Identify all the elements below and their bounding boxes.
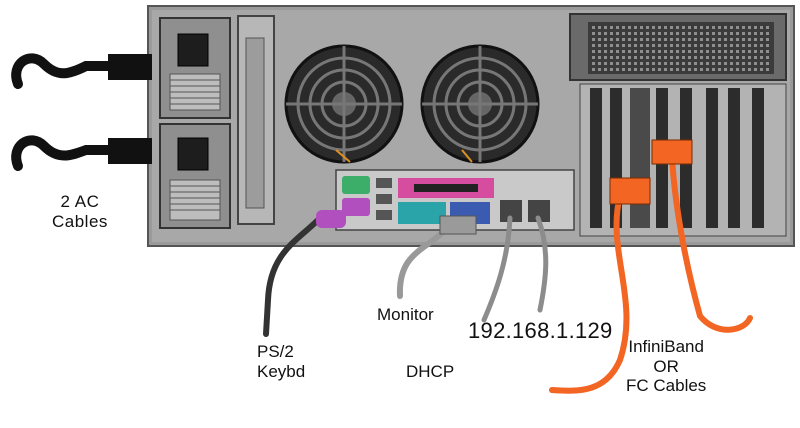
ib-connector-1 — [609, 177, 651, 205]
vent-grille — [569, 13, 787, 81]
fan-right — [420, 44, 540, 164]
power-supply-bottom — [159, 123, 231, 229]
ps2-keyboard-port — [342, 198, 370, 216]
lan-port-1 — [500, 200, 522, 222]
lan-port-2 — [528, 200, 550, 222]
usb-port-1 — [376, 178, 392, 188]
infiniband-label: InfiniBand OR FC Cables — [626, 337, 706, 396]
ac-cables-label-line1: 2 AC — [60, 192, 100, 211]
ib-label-line1: InfiniBand — [628, 337, 704, 356]
dhcp-label: DHCP — [406, 362, 455, 381]
ac-cables — [11, 53, 113, 171]
power-supply-top — [159, 17, 231, 119]
ps2-label-line1: PS/2 — [257, 342, 294, 361]
keyboard-cable — [263, 211, 327, 337]
ip-address-label: 192.168.1.129 — [468, 318, 613, 343]
ac-cables-label: 2 AC Cables — [52, 192, 108, 231]
ib-label-line3: FC Cables — [626, 376, 707, 396]
vga-port — [398, 202, 446, 224]
monitor-label: Monitor — [377, 305, 434, 324]
ac-plug-top — [108, 54, 152, 80]
usb-port-2 — [376, 194, 392, 204]
ac-cables-label-line2: Cables — [52, 211, 108, 231]
keyboard-plug — [316, 210, 346, 228]
fan-left — [284, 44, 404, 164]
monitor-plug — [439, 215, 477, 235]
usb-port-3 — [376, 210, 392, 220]
static-ip-cable — [535, 215, 549, 313]
dhcp-cable — [481, 215, 513, 323]
ib-connector-2 — [651, 139, 693, 165]
ps2-keyboard-label: PS/2 Keybd — [257, 342, 305, 381]
io-panel — [335, 169, 575, 231]
ib-label-line2: OR — [653, 356, 679, 376]
ib-cable-1 — [549, 193, 630, 394]
ib-cable-2 — [669, 155, 753, 333]
ps2-label-line2: Keybd — [257, 361, 306, 381]
ps2-mouse-port — [342, 176, 370, 194]
ac-plug-bottom — [108, 138, 152, 164]
chassis-bracket — [237, 15, 275, 225]
